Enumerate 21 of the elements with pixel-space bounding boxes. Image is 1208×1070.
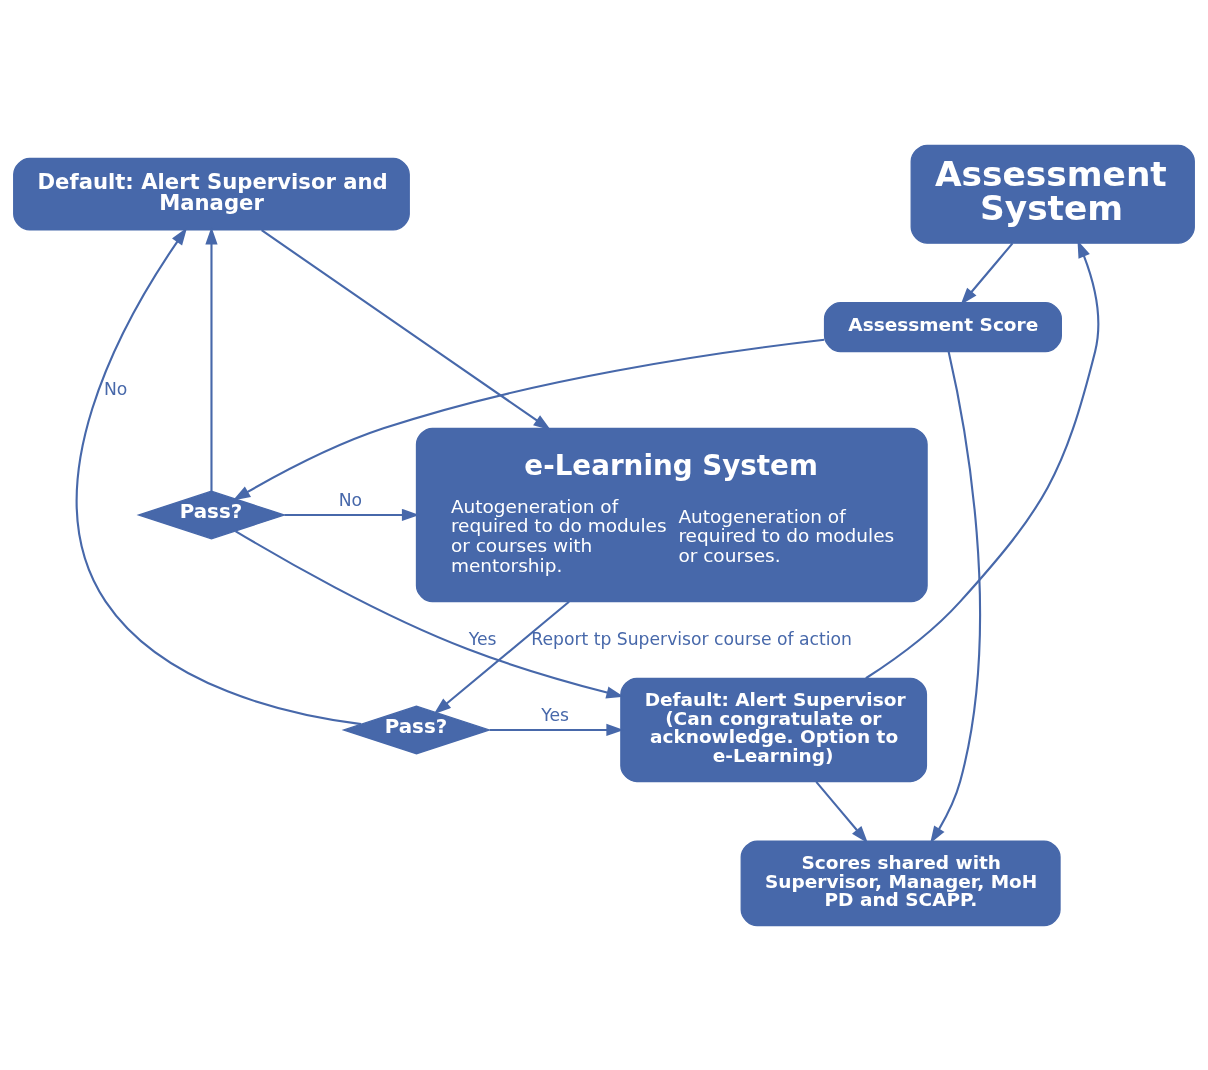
arrow (234, 529, 624, 698)
arrow (489, 723, 624, 736)
edge-label: Yes (468, 627, 497, 648)
arrow (75, 227, 362, 725)
node-box: Assessment System (910, 144, 1195, 244)
arrow (433, 600, 570, 714)
node-box: Scores shared with Supervisor, Manager, MoH PD and SCAPP. (740, 839, 1061, 926)
edge-label: No (338, 489, 363, 510)
node-box: Assessment Score (823, 301, 1062, 352)
arrow (815, 780, 868, 843)
node-box: Default: Alert Supervisor and Manager (13, 157, 410, 231)
node-diamond: Pass? (341, 704, 492, 754)
edge-label: Report tp Supervisor course of action (531, 627, 852, 648)
edge-label: Yes (541, 704, 569, 725)
edge-label: No (103, 378, 128, 398)
node-diamond: Pass? (136, 490, 287, 539)
arrow (960, 242, 1014, 305)
node-box: Default: Alert Supervisor (Can congratulate or acknowledge. Option to e-Learning) (620, 677, 928, 782)
arrow (232, 338, 825, 501)
arrow (930, 350, 982, 844)
arrow (261, 228, 551, 430)
